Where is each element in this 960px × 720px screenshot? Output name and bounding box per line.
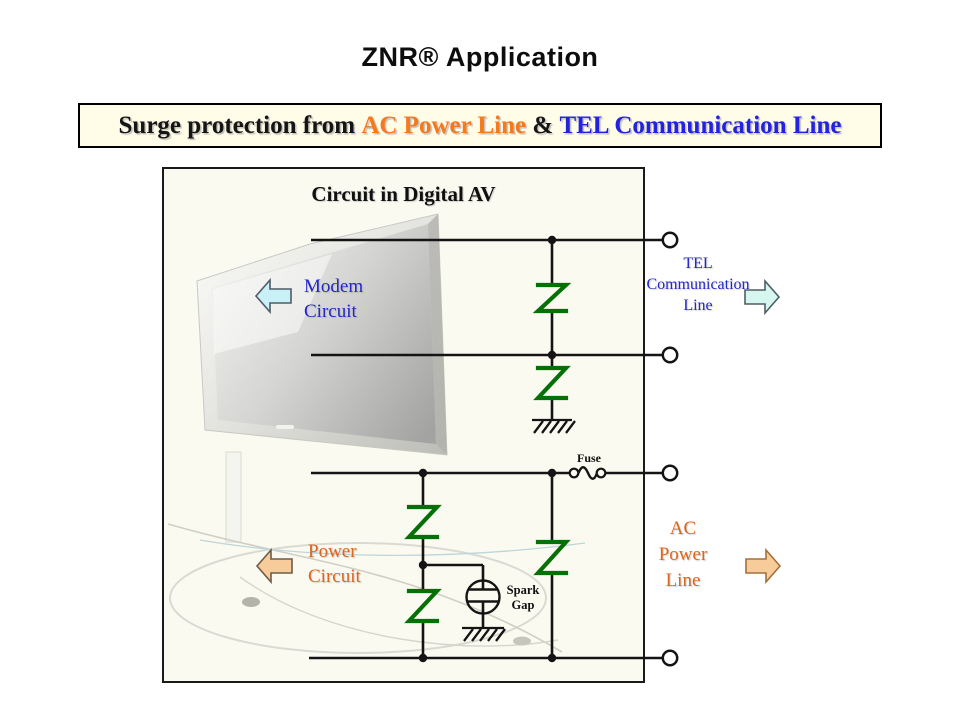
surge-protection-banner: Surge protection from AC Power Line & TE…	[78, 103, 882, 148]
znr-varistors	[404, 282, 572, 624]
ac-arrow-icon	[745, 547, 782, 585]
junction-dot	[418, 653, 428, 663]
tv-screen-sheen	[213, 254, 332, 354]
junction-dot	[547, 653, 557, 663]
diagram-heading: Circuit in Digital AV	[311, 182, 496, 206]
terminal-ac-top	[661, 464, 679, 482]
fuse-label: Fuse	[577, 451, 601, 465]
spark-gap-label-line2: Gap	[511, 598, 535, 612]
junction-dot	[547, 468, 557, 478]
page-title: ZNR® Application	[361, 42, 599, 72]
varistor-tel-1-icon	[532, 282, 572, 314]
varistor-power-3-icon	[533, 539, 571, 576]
modem-label-line2: Circuit	[304, 301, 357, 322]
banner-text-prefix: Surge protection from	[118, 111, 362, 139]
circuit-wires	[309, 238, 662, 660]
power-label-line2: Circuit	[308, 566, 361, 587]
tv-stand-curve	[167, 523, 563, 653]
terminal-tel-bottom	[661, 346, 679, 364]
fuse-symbol	[568, 466, 607, 480]
ground-symbol-tel	[532, 418, 576, 434]
ac-label-line1: AC	[669, 518, 697, 539]
junction-dot	[418, 560, 428, 570]
tv-stand-base	[169, 542, 547, 654]
junction-dot	[547, 235, 557, 245]
terminal-ac-bottom	[661, 649, 679, 667]
terminal-tel-top	[661, 231, 679, 249]
spark-gap-label: Spark Gap	[501, 583, 545, 613]
junction-dots	[418, 235, 557, 663]
banner-text-tel-line: TEL Communication Line	[559, 111, 842, 139]
tel-label-line1: TEL	[683, 255, 713, 272]
tv-logo	[276, 425, 294, 429]
tv-stand-pole	[225, 451, 242, 543]
ac-label-line3: Line	[665, 570, 701, 591]
tel-communication-line-label: TEL Communication Line	[645, 253, 751, 316]
tv-stand-foot-left	[242, 597, 260, 607]
ac-label-line2: Power	[658, 544, 708, 565]
banner-text-ampersand: &	[526, 111, 560, 139]
varistor-tel-2-icon	[533, 365, 571, 401]
banner-text-ac-power-line: AC Power Line	[361, 111, 527, 139]
modem-arrow-icon	[254, 277, 292, 315]
tv-right-edge	[428, 214, 447, 455]
power-arrow-icon	[255, 547, 293, 585]
ground-symbols	[462, 418, 576, 642]
line-terminals	[661, 231, 679, 667]
spark-gap-label-line1: Spark	[506, 583, 540, 597]
modem-label-line1: Modem	[304, 276, 364, 297]
junction-dot	[418, 468, 428, 478]
varistor-power-1-icon	[404, 504, 442, 540]
varistor-power-2-icon	[404, 588, 442, 624]
tv-stand-foot-right	[513, 636, 531, 646]
power-circuit-label: Power Circuit	[308, 539, 361, 589]
tel-label-line3: Line	[683, 297, 713, 314]
tel-arrow-icon	[744, 278, 781, 316]
tv-image	[167, 213, 586, 654]
tel-label-line2: Communication	[646, 276, 750, 293]
tv-stand-shelf-line	[199, 539, 586, 557]
modem-circuit-label: Modem Circuit	[304, 274, 363, 324]
ground-symbol-spark-gap	[462, 626, 506, 642]
junction-dot	[547, 350, 557, 360]
power-label-line1: Power	[308, 541, 357, 562]
spark-gap-symbol	[465, 579, 501, 615]
ac-power-line-label: AC Power Line	[645, 516, 721, 594]
